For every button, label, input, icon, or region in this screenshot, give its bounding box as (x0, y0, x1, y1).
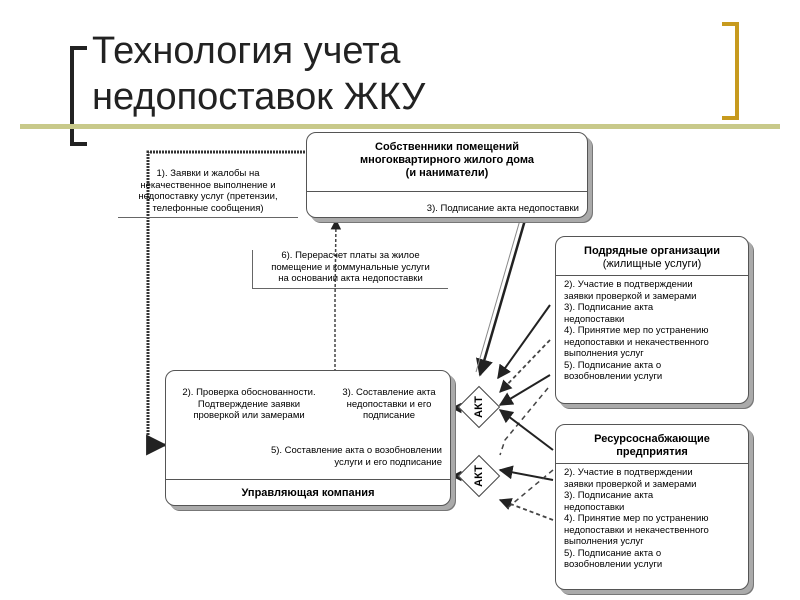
arrow-suppliers-akt-2 (498, 465, 554, 481)
suppliers-heading-line-2: предприятия (616, 446, 688, 458)
arrow-contractors-to-company-dashed (499, 387, 549, 456)
arrow-complaints (146, 150, 305, 456)
company-step-3: 3). Составление акта недопоставки и его … (342, 387, 436, 421)
right-bracket-decoration (722, 22, 739, 120)
owners-heading-line-3: (и наниматели) (405, 167, 489, 179)
arrow-suppliers-akt-4 (504, 469, 554, 511)
left-bracket-decoration (70, 46, 87, 146)
contractors-heading-line-2: (жилищные услуги) (602, 258, 702, 270)
company-heading: Управляющая компания (241, 487, 375, 499)
arrow-recalc (330, 218, 342, 372)
suppliers-heading-line-1: Ресурсоснабжающие (594, 433, 710, 445)
title-line-2: недопоставок ЖКУ (92, 76, 426, 118)
owners-heading-line-1: Собственники помещений (375, 141, 519, 153)
arrow-suppliers-akt-1 (498, 409, 554, 451)
arrow-owners-to-akt (475, 219, 527, 377)
title-underline (20, 124, 780, 129)
arrow-contractors-akt-3 (498, 374, 551, 406)
akt-bottom-label: АКТ (473, 465, 485, 487)
suppliers-steps: 2). Участие в подтверждении заявки прове… (564, 467, 709, 570)
company-step-2: 2). Проверка обоснованности. Подтвержден… (182, 387, 316, 421)
title-line-1: Технология учета (92, 30, 401, 72)
contractors-steps: 2). Участие в подтверждении заявки прове… (564, 279, 709, 382)
contractors-heading-line-1: Подрядные организации (584, 245, 720, 257)
owners-heading-line-2: многоквартирного жилого дома (360, 154, 534, 166)
akt-top-label: АКТ (473, 396, 485, 418)
annotation-recalc: 6). Перерасчет платы за жилое помещение … (252, 250, 448, 289)
suppliers-box: Ресурсоснабжающие предприятия 2). Участи… (555, 424, 749, 590)
contractors-box: Подрядные организации (жилищные услуги) … (555, 236, 749, 404)
management-company-box: 2). Проверка обоснованности. Подтвержден… (165, 370, 451, 506)
company-step-5: 5). Составление акта о возобновлении усл… (270, 445, 442, 468)
page-title: Технология учета недопоставок ЖКУ (92, 28, 652, 120)
annotation-complaints: 1). Заявки и жалобы на некачественное вы… (118, 168, 298, 218)
arrow-suppliers-akt-3 (498, 498, 554, 521)
arrow-contractors-akt-2 (499, 339, 551, 393)
owners-box: Собственники помещений многоквартирного … (306, 132, 588, 218)
owners-step-3: 3). Подписание акта недопоставки (426, 203, 579, 214)
arrow-contractors-akt-1 (497, 304, 551, 380)
